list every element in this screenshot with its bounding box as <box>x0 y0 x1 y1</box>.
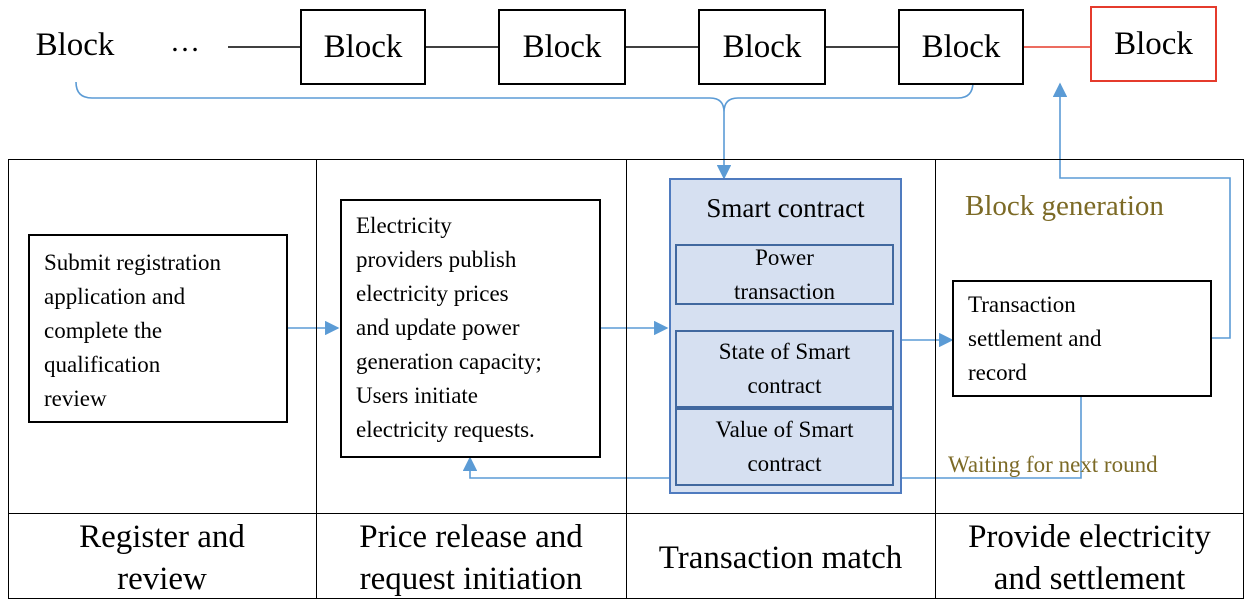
chain-block-4: Block <box>698 9 826 85</box>
chain-to-contract-bracket <box>75 81 974 113</box>
block-generation-label: Block generation <box>965 190 1164 222</box>
waiting-next-round-label: Waiting for next round <box>948 452 1158 477</box>
power-transaction-box: Power transaction <box>675 244 894 305</box>
chain-ellipsis: … <box>170 25 200 58</box>
table-divider-col-1 <box>316 159 317 599</box>
chain-block-5: Block <box>898 9 1024 85</box>
chain-block-3: Block <box>498 9 626 85</box>
footer-transaction-match: Transaction match <box>658 540 903 576</box>
chain-block-1: Block <box>16 6 134 84</box>
table-divider-col-2 <box>626 159 627 599</box>
block-label: Block <box>722 28 802 65</box>
arrow-settlement-to-new-block <box>1052 82 1231 339</box>
block-label: Block <box>323 28 403 65</box>
contract-state-box: State of Smart contract <box>675 330 894 408</box>
footer-provide-settlement: Provide electricity and settlement <box>968 519 1211 597</box>
table-divider-col-3 <box>935 159 936 599</box>
contract-value-box: Value of Smart contract <box>675 408 894 486</box>
chain-block-2: Block <box>300 9 426 85</box>
footer-register-review: Register and review <box>79 519 245 597</box>
block-label: Block <box>921 28 1001 65</box>
footer-price-release: Price release and request initiation <box>359 519 583 597</box>
block-label: Block <box>35 26 115 63</box>
registration-box: Submit registration application and comp… <box>28 234 288 423</box>
smart-contract-title: Smart contract <box>706 192 865 223</box>
block-label: Block <box>522 28 602 65</box>
price-release-box: Electricity providers publish electricit… <box>340 199 601 458</box>
block-label: Block <box>1114 25 1193 62</box>
chain-block-new: Block <box>1090 6 1217 82</box>
settlement-box: Transaction settlement and record <box>952 280 1212 397</box>
